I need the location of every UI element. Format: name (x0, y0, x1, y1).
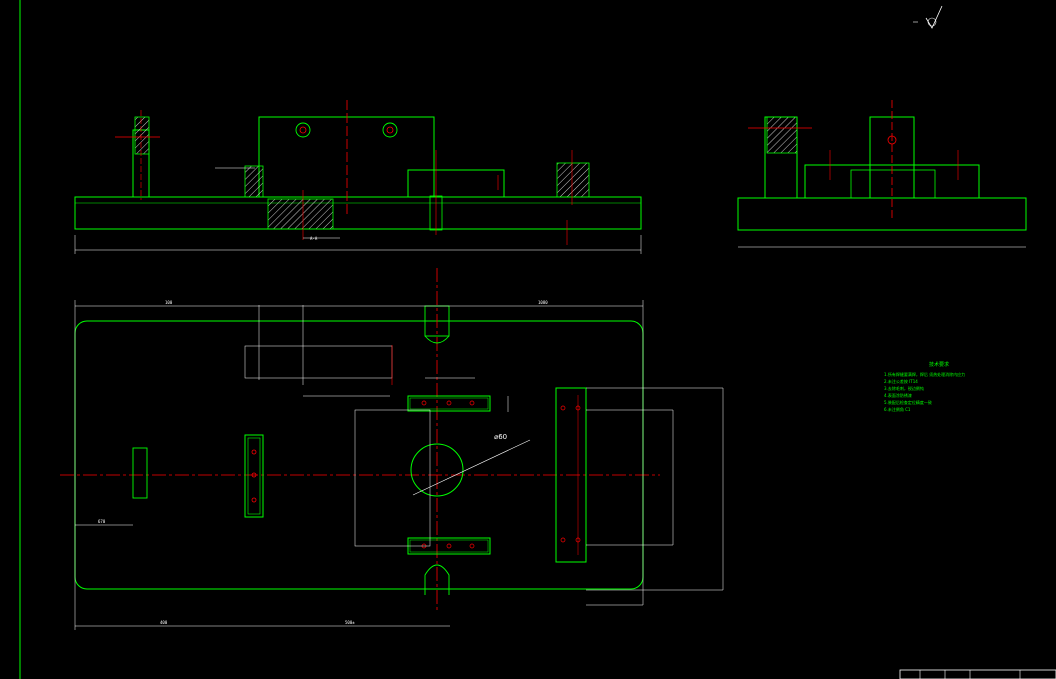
technical-requirements: 技术要求 1.所有焊缝要满焊，焊后 须热处理消除内应力 2.未注公差按 IT14… (884, 362, 994, 413)
dim-section: A-A (310, 236, 318, 241)
center-bore (410, 443, 464, 497)
front-view[interactable] (74, 100, 642, 254)
notes-title: 技术要求 (928, 362, 949, 368)
drawing-frame (19, 0, 1056, 679)
note-line: 2.未注公差按 IT14 (884, 379, 918, 384)
dim-left-height: 670 (98, 519, 106, 524)
dim-bottom-right: 500± (345, 620, 355, 625)
note-line: 6.未注倒角 C1 (884, 407, 911, 412)
plan-view[interactable] (60, 268, 724, 630)
side-view[interactable] (737, 100, 1027, 248)
note-line: 1.所有焊缝要满焊，焊后 须热处理消除内应力 (884, 372, 966, 377)
bore-diameter-callout: ⌀60 (494, 433, 508, 441)
dim-top-left: 100 (165, 300, 173, 305)
note-line: 3.去除毛刺，锐边倒钝 (884, 386, 924, 391)
dim-bottom-left: 400 (160, 620, 168, 625)
dimension-labels: 100 1080 400 500± 670 A-A (98, 236, 548, 625)
note-line: 5.装配后检查定位精度一致 (884, 400, 932, 405)
dim-top-right: 1080 (538, 300, 548, 305)
surface-roughness-symbol (913, 5, 943, 29)
note-line: 4.表面涂防锈漆 (884, 393, 912, 398)
